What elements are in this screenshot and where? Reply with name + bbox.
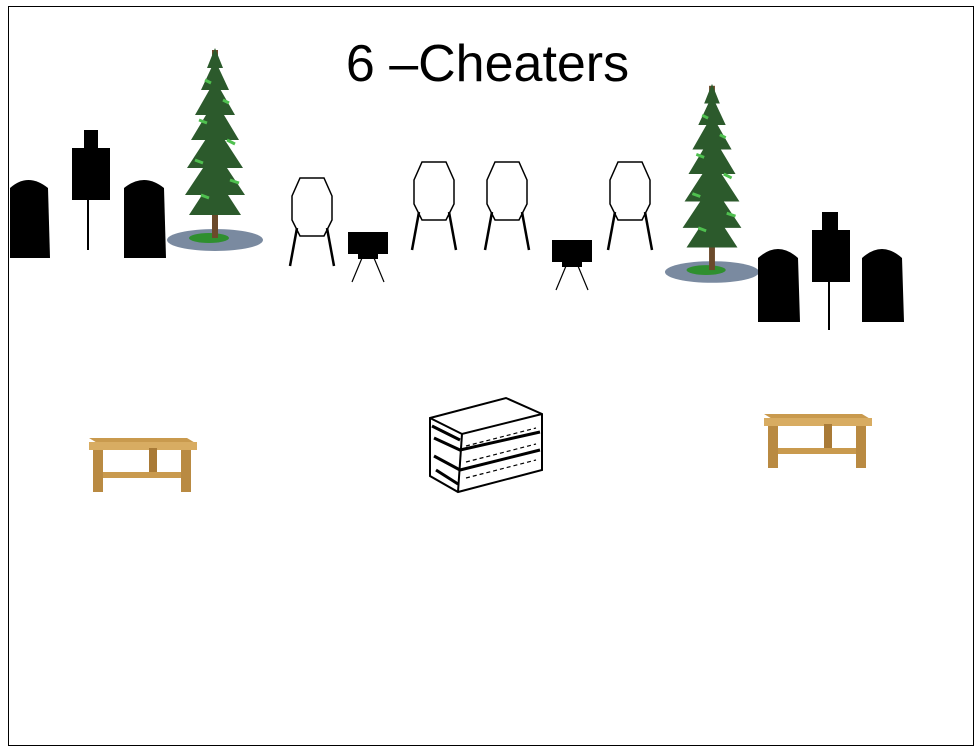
tombstone-target-icon [124,180,166,258]
tombstone-target-icon [758,249,800,322]
silhouette-target-icon [812,212,850,282]
paper-target-icon [485,162,529,250]
crate-icon [430,398,542,492]
paper-target-icon [412,162,456,250]
pine-tree-icon [665,84,759,283]
paper-target-icon [608,162,652,250]
table-icon-right [764,414,872,468]
paper-target-icon [290,178,334,266]
table-icon-left [89,438,197,492]
tombstone-target-icon [10,180,50,258]
tombstone-target-icon [862,249,904,322]
steel-target-group-left [10,130,166,258]
silhouette-target-icon [72,130,110,200]
pine-tree-icon [167,48,263,251]
steel-plate-icon [348,232,388,282]
steel-target-group-right [758,212,904,330]
steel-plate-icon [552,240,592,290]
